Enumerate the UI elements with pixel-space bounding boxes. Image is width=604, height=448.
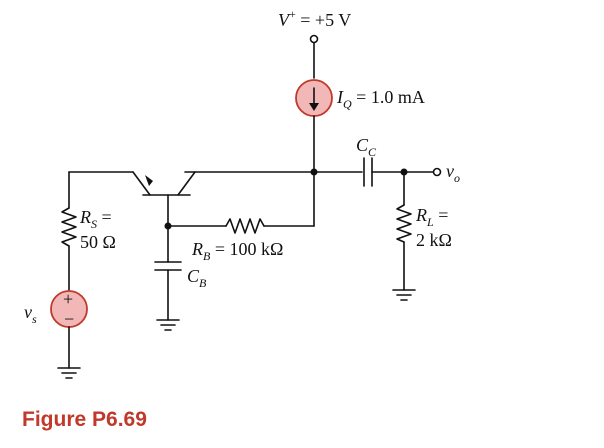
output-terminal (432, 167, 442, 177)
transistor-pnp (132, 171, 196, 196)
plus-sign: + (63, 289, 73, 309)
load-resistor-rl (392, 171, 416, 301)
collector-lead (177, 171, 196, 196)
rb-label: RB = 100 kΩ (191, 239, 283, 263)
arrow-head-icon (309, 103, 319, 111)
cb-label: CB (187, 266, 207, 290)
source-resistor-rs (61, 207, 77, 291)
emitter-lead (132, 171, 151, 196)
bypass-capacitor-cb (154, 261, 182, 331)
rs-value: 50 Ω (80, 232, 116, 252)
vo-label: vo (446, 161, 460, 185)
supply-label: V+ = +5 V (278, 7, 351, 30)
voltage-source-vs: + − (50, 289, 88, 379)
rs-label: RS = (79, 207, 112, 231)
vs-label: vs (24, 302, 37, 326)
cc-label: CC (356, 135, 377, 159)
coupling-capacitor-cc (363, 157, 434, 187)
rl-label: RL = (415, 205, 448, 229)
emitter-arrow-icon (145, 175, 153, 186)
supply-terminal (309, 34, 319, 79)
current-source (295, 79, 333, 173)
figure-caption: Figure P6.69 (22, 408, 147, 431)
current-source-label: IQ = 1.0 mA (336, 87, 425, 111)
rl-value: 2 kΩ (416, 230, 452, 250)
base-resistor-rb (167, 171, 315, 234)
minus-sign: − (64, 309, 74, 329)
